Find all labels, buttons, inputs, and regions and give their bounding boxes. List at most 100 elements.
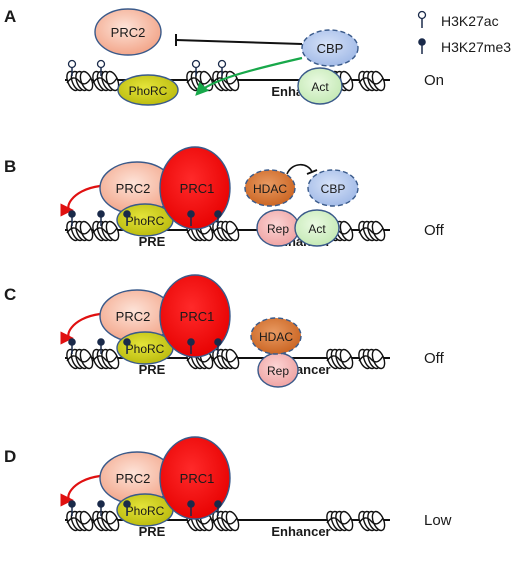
panel-letter: D [4,447,16,466]
nucleosome [212,510,240,532]
cbp-label: CBP [321,182,346,196]
nucleosome [212,348,240,370]
h3k27me3-legend-icon [418,38,426,54]
nucleosome [326,510,354,532]
panel-a: APREEnhancerOnPRC2PhoRCActCBP [4,7,444,106]
phorc-label: PhoRC [126,214,165,228]
h3k27me3-mark-icon [123,338,131,354]
panel-letter: B [4,157,16,176]
nucleosome [212,220,240,242]
methylation-arrow [60,312,101,345]
h3k27ac-mark-icon [191,59,201,76]
h3k27ac-mark-icon [96,59,106,76]
phorc-label: PhoRC [126,504,165,518]
prc1-label: PRC1 [180,471,215,486]
h3k27me3-mark-icon [123,210,131,226]
nucleosome [326,348,354,370]
state-label: On [424,72,444,89]
prc2-complex [94,8,162,56]
h3k27me3-legend-label: H3K27me3 [441,39,511,55]
nucleosome [358,348,386,370]
h3k27me3-mark-icon [187,500,195,516]
phorc-label: PhoRC [126,342,165,356]
rep-label: Rep [267,222,289,236]
chromatin-strand [65,510,390,532]
pre-label: PRE [139,362,166,377]
prc2-label: PRC2 [111,25,146,40]
nucleosome [92,220,120,242]
chromatin-strand [65,348,390,370]
hdac-complex [250,317,302,355]
state-label: Off [424,350,445,367]
h3k27me3-mark-icon [68,338,76,354]
act-complex [294,209,340,247]
hdac-complex [244,169,296,207]
cbp-label: CBP [317,41,344,56]
prc1-label: PRC1 [180,309,215,324]
inhibition-line [286,163,313,175]
act-label: Act [308,222,326,236]
methylation-arrow [60,474,101,507]
methylation-arrow [60,184,101,217]
h3k27me3-mark-icon [187,210,195,226]
prc1-complex [159,436,231,520]
act-label: Act [311,80,329,94]
act-complex [297,67,343,105]
h3k27me3-mark-icon [97,338,105,354]
panel-letter: C [4,285,16,304]
nucleosome [92,348,120,370]
prc1-label: PRC1 [180,181,215,196]
phorc-label: PhoRC [129,84,168,98]
chromatin-strand [65,220,390,242]
h3k27me3-mark-icon [123,500,131,516]
inhibition-line [175,39,303,45]
h3k27me3-mark-icon [214,338,222,354]
hdac-label: HDAC [253,182,287,196]
nucleosome [358,510,386,532]
nucleosome [66,220,94,242]
rep-label: Rep [267,364,289,378]
h3k27me3-mark-icon [214,210,222,226]
nucleosome [66,70,94,92]
nucleosome [358,220,386,242]
nucleosome [66,510,94,532]
h3k27ac-mark-icon [67,59,77,76]
phorc-complex [117,74,179,106]
pre-label: PRE [139,234,166,249]
prc1-complex [159,274,231,358]
prc1-complex [159,146,231,230]
nucleosome [212,70,240,92]
nucleosome [358,70,386,92]
h3k27ac-legend-icon [417,10,427,28]
h3k27ac-legend-label: H3K27ac [441,13,499,29]
state-label: Low [424,512,452,529]
panel-letter: A [4,7,16,26]
acetylation-arrow [195,56,303,96]
nucleosome [186,70,214,92]
pre-label: PRE [139,524,166,539]
cbp-complex [307,169,359,207]
h3k27me3-mark-icon [187,338,195,354]
prc2-label: PRC2 [116,181,151,196]
prc2-label: PRC2 [116,309,151,324]
enhancer-label: Enhancer [271,524,330,539]
hdac-label: HDAC [259,330,293,344]
cbp-complex [301,29,359,67]
h3k27me3-mark-icon [97,500,105,516]
h3k27me3-mark-icon [214,500,222,516]
nucleosome [66,348,94,370]
legend: H3K27ac H3K27me3 [417,10,511,55]
h3k27me3-mark-icon [68,210,76,226]
inhibition-bar [306,169,318,175]
h3k27me3-mark-icon [68,500,76,516]
state-label: Off [424,222,445,239]
nucleosome [92,510,120,532]
h3k27me3-mark-icon [97,210,105,226]
nucleosome [92,70,120,92]
prc2-label: PRC2 [116,471,151,486]
h3k27ac-mark-icon [217,59,227,76]
